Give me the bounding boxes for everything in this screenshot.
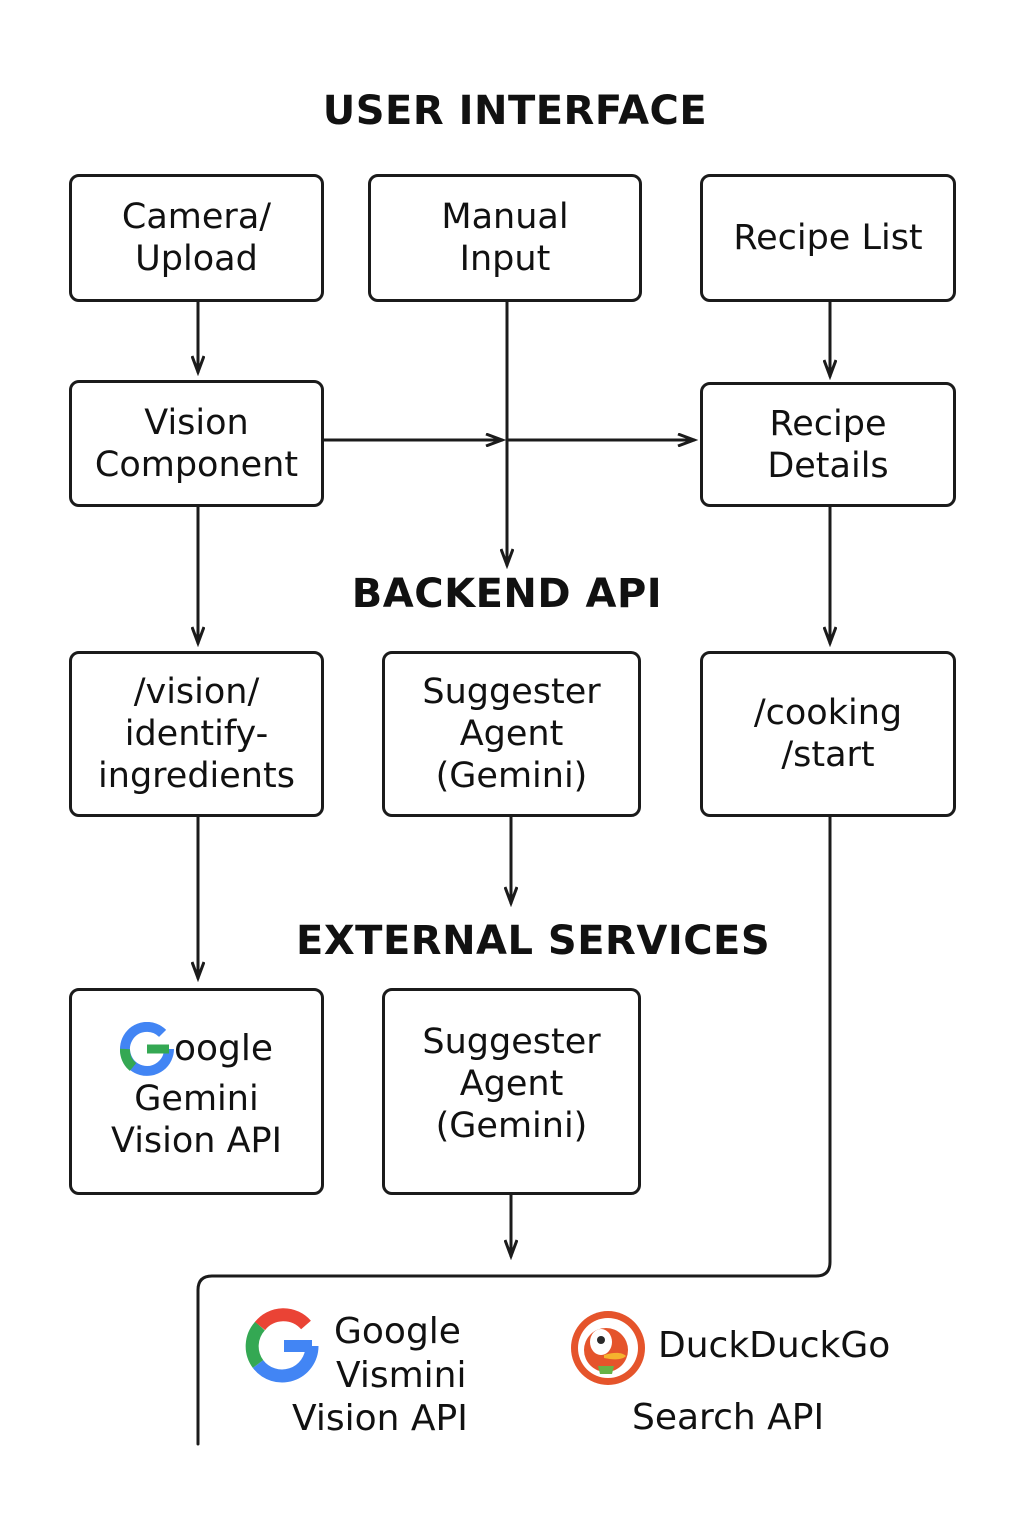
cooking-return-path bbox=[196, 815, 832, 1446]
manual-input-node: Manual Input bbox=[368, 174, 642, 302]
suggester-agent-external-node: Suggester Agent (Gemini) bbox=[382, 988, 641, 1195]
node-label: Manual bbox=[441, 197, 569, 237]
node-label: Gemini bbox=[134, 1078, 259, 1119]
google-logo-row: oogle bbox=[119, 1021, 274, 1076]
node-label: Agent bbox=[459, 714, 564, 754]
google-service-block: Google Vismini Vision API bbox=[244, 1306, 484, 1446]
node-label: /vision/ bbox=[133, 672, 260, 712]
google-service-name: Google bbox=[334, 1311, 461, 1352]
node-label: ingredients bbox=[98, 756, 295, 796]
section-title-external-services: EXTERNAL SERVICES bbox=[296, 918, 771, 964]
node-label: Details bbox=[767, 445, 889, 486]
vision-component-node: Vision Component bbox=[69, 380, 324, 507]
section-title-user-interface: USER INTERFACE bbox=[322, 88, 708, 134]
node-label: Suggester bbox=[422, 672, 601, 712]
duckduckgo-icon bbox=[571, 1311, 645, 1385]
node-label: Vision bbox=[144, 402, 249, 443]
node-label: Camera/ bbox=[121, 197, 272, 237]
node-label: Agent bbox=[459, 1064, 564, 1104]
node-label: Vision API bbox=[111, 1120, 282, 1161]
node-label: Upload bbox=[135, 239, 258, 279]
node-label: /cooking bbox=[753, 693, 903, 733]
duckduckgo-name: DuckDuckGo bbox=[658, 1325, 891, 1366]
node-label: identify- bbox=[124, 714, 269, 754]
google-service-subname: Vismini bbox=[336, 1355, 467, 1396]
node-label: /start bbox=[781, 735, 875, 775]
duckduckgo-subtitle: Search API bbox=[632, 1397, 825, 1438]
cooking-start-endpoint-node: /cooking /start bbox=[700, 651, 956, 817]
vision-identify-endpoint-node: /vision/ identify- ingredients bbox=[69, 651, 324, 817]
google-logo-text: oogle bbox=[173, 1027, 274, 1069]
gemini-vision-api-node: oogle Gemini Vision API bbox=[69, 988, 324, 1195]
node-label: Recipe List bbox=[733, 218, 923, 258]
duckduckgo-service-block: DuckDuckGo Search API bbox=[568, 1308, 908, 1448]
node-label: (Gemini) bbox=[435, 1106, 588, 1146]
recipe-details-node: Recipe Details bbox=[700, 382, 956, 507]
google-g-icon bbox=[245, 1308, 319, 1383]
google-service-subtitle: Vision API bbox=[292, 1398, 468, 1439]
google-g-icon bbox=[119, 1021, 174, 1076]
camera-upload-node: Camera/ Upload bbox=[69, 174, 324, 302]
node-label: Component bbox=[94, 444, 299, 485]
node-label: Suggester bbox=[422, 1022, 601, 1062]
recipe-list-node: Recipe List bbox=[700, 174, 956, 302]
node-label: Recipe bbox=[769, 403, 887, 444]
node-label: (Gemini) bbox=[435, 756, 588, 796]
node-label: Input bbox=[459, 239, 551, 279]
section-title-backend-api: BACKEND API bbox=[351, 571, 663, 617]
suggester-agent-backend-node: Suggester Agent (Gemini) bbox=[382, 651, 641, 817]
